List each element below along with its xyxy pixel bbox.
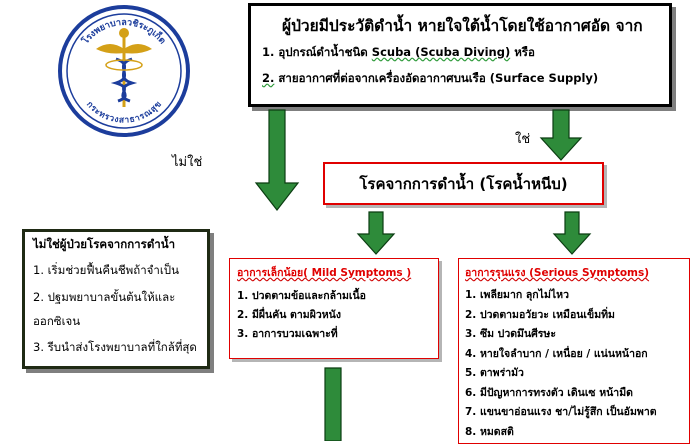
- arrow-down-icon: [356, 211, 396, 255]
- label-no: ไม่ใช่: [172, 155, 203, 170]
- mild-symptom-item: 2. มีผื่นคัน ตามผิวหนัง: [237, 309, 341, 321]
- mild-symptoms-title: อาการเล็กน้อย( Mild Symptoms ): [237, 267, 412, 279]
- not-diver-item-2-cont: ออกซิเจน: [33, 314, 81, 328]
- diving-history-line-2: 2. สายอากาศที่ต่อจากเครื่องอัดอากาศบนเรื…: [262, 71, 599, 85]
- caduceus-icon: [96, 28, 152, 107]
- serious-symptom-item: 7. แขนขาอ่อนแรง ชา/ไม่รู้สึก เป็นอัมพาต: [465, 406, 657, 418]
- diving-history-box: [248, 3, 672, 107]
- label-yes: ใช่: [515, 132, 531, 147]
- not-diver-item-2: 2. ปฐมพยาบาลขั้นต้นให้และ: [33, 290, 176, 304]
- arrow-down-icon: [254, 109, 300, 211]
- not-diver-item-3: 3. รีบนำส่งโรงพยาบาลที่ใกล้ที่สุด: [33, 340, 197, 354]
- serious-symptom-item: 4. หายใจลำบาก / เหนื่อย / แน่นหน้าอก: [465, 348, 648, 360]
- serious-symptoms-box: [458, 258, 690, 444]
- mild-symptom-item: 3. อาการบวมเฉพาะที่: [237, 328, 338, 340]
- mild-symptoms-box: [229, 258, 439, 359]
- serious-symptom-item: 8. หมดสติ: [465, 426, 514, 438]
- mild-symptom-item: 1. ปวดตามข้อและกล้ามเนื้อ: [237, 290, 366, 302]
- not-diver-item-1: 1. เริ่มช่วยฟื้นคืนชีพถ้าจำเป็น: [33, 263, 179, 277]
- diving-history-title: ผู้ป่วยมีประวัติดำน้ำ หายใจใต้น้ำโดยใช้อ…: [282, 17, 643, 35]
- serious-symptom-item: 3. ซึม ปวดมึนศีรษะ: [465, 328, 556, 340]
- arrow-shaft: [324, 367, 342, 441]
- hospital-logo: โรงพยาบาลวชิระภูเก็ต กระทรวงสาธารณสุข: [58, 5, 190, 137]
- serious-symptom-item: 1. เพลียมาก ลุกไม่ไหว: [465, 289, 569, 301]
- serious-symptom-item: 5. ตาพร่ามัว: [465, 367, 524, 379]
- serious-symptom-item: 2. ปวดตามอวัยวะ เหมือนเข็มทิ่ม: [465, 309, 615, 321]
- diving-disease-text: โรคจากการดำน้ำ (โรคน้ำหนีบ): [359, 174, 568, 193]
- diving-disease-box: [323, 162, 604, 205]
- not-diver-title: ไม่ใช่ผู้ป่วยโรคจากการดำน้ำ: [33, 237, 176, 251]
- not-diver-box: [22, 229, 210, 369]
- arrow-down-icon: [552, 211, 592, 255]
- diving-history-line-1: 1. อุปกรณ์ดำน้ำชนิด Scuba (Scuba Diving)…: [262, 45, 535, 59]
- arrow-down-icon: [539, 109, 583, 161]
- serious-symptom-item: 6. มีปัญหาการทรงตัว เดินเซ หน้ามืด: [465, 387, 633, 399]
- serious-symptoms-title: อาการรุนแรง (Serious Symptoms): [465, 267, 650, 279]
